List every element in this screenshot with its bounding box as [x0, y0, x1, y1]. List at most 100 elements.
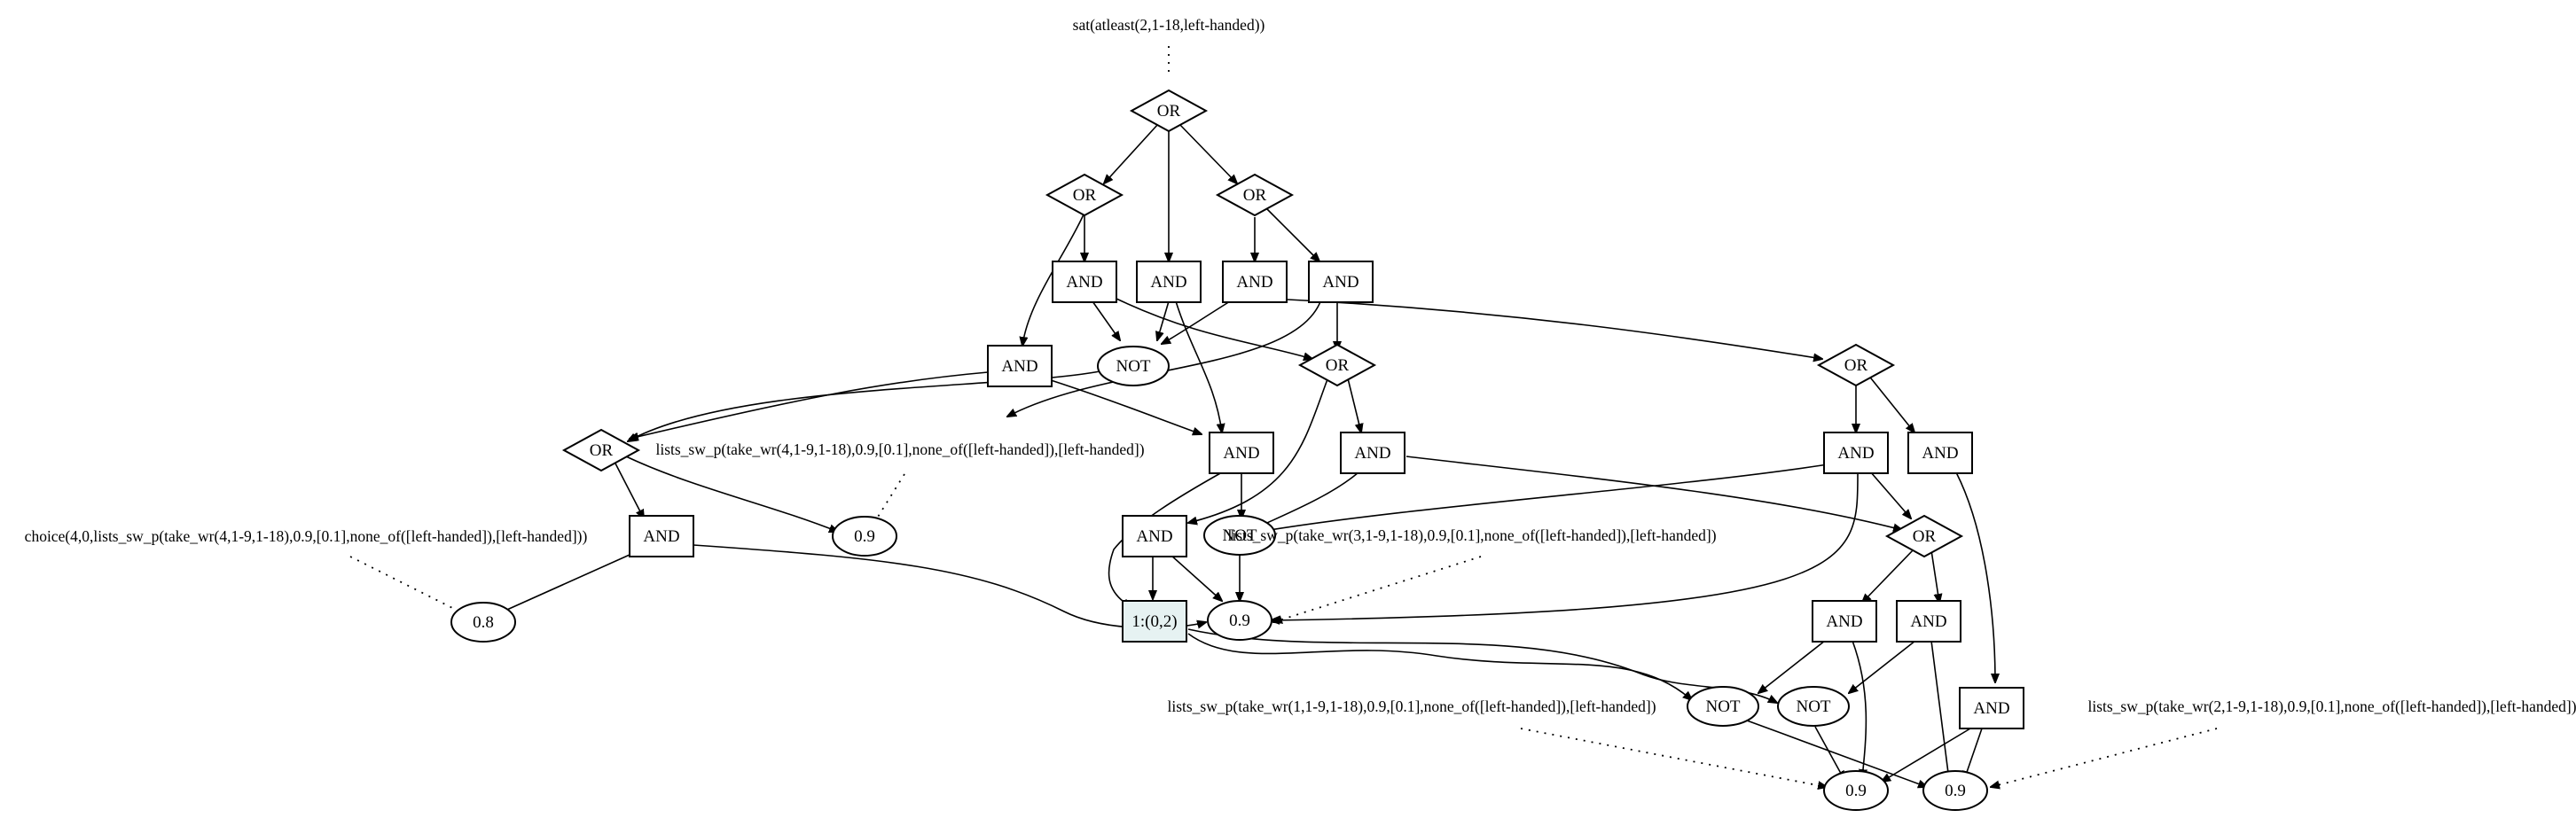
edge [1862, 549, 1914, 603]
edge [1814, 726, 1844, 780]
prob-label: 0.8 [473, 613, 494, 632]
edges [349, 46, 2218, 787]
prob-node: 0.8 [450, 602, 516, 643]
edge [1157, 300, 1170, 340]
prob-node: 0.9 [1823, 770, 1889, 811]
and-label: AND [1223, 444, 1259, 463]
or-node: OR [561, 428, 641, 472]
and-label: AND [1826, 612, 1862, 631]
lists4-annotation: lists_sw_p(take_wr(4,1-9,1-18),0.9,[0.1]… [655, 440, 1144, 458]
edge [1347, 378, 1361, 432]
edge [1162, 296, 1238, 344]
edge [1882, 728, 1971, 782]
prob-label: 0.9 [1229, 612, 1250, 630]
edge [1867, 373, 1914, 432]
edge [1187, 628, 1777, 703]
edge [1405, 456, 1902, 530]
goal-annotation: sat(atleast(2,1-18,left-handed)) [1073, 16, 1265, 34]
not-label: NOT [1705, 697, 1740, 716]
annotation-link [1273, 556, 1482, 622]
choice4-annotation: choice(4,0,lists_sw_p(take_wr(4,1-9,1-18… [25, 527, 588, 545]
and-node: AND [1812, 600, 1877, 643]
edge [1869, 471, 1911, 518]
edge [1270, 298, 1822, 359]
and-label: AND [1322, 273, 1358, 292]
edge [1170, 554, 1222, 601]
and-label: AND [643, 527, 679, 546]
nodes: OR OR OR OR OR OR OR AND [450, 89, 2024, 811]
and-node: AND [1340, 432, 1405, 474]
edge [1092, 300, 1120, 340]
edge [1746, 720, 1927, 787]
or-label: OR [1073, 186, 1097, 205]
edge [1266, 208, 1319, 261]
highlighted-node: 1:(0,2) [1122, 600, 1187, 643]
and-label: AND [1837, 444, 1874, 463]
not-node: NOT [1097, 346, 1170, 386]
annotation-link [1991, 728, 2218, 787]
not-label: NOT [1222, 526, 1257, 545]
and-node: AND [1222, 261, 1288, 303]
edge [1964, 728, 1983, 780]
and-label: AND [1910, 612, 1946, 631]
annotation-link [1520, 728, 1827, 787]
prob-node: 0.9 [1207, 600, 1272, 641]
edge [1047, 378, 1202, 434]
edge [1022, 214, 1084, 346]
edge [1852, 640, 1866, 778]
and-node: AND [1823, 432, 1889, 474]
and-node: AND [629, 515, 694, 557]
and-label: AND [1150, 273, 1186, 292]
and-label: AND [1001, 357, 1037, 376]
and-node: AND [1959, 687, 2024, 729]
or-node: OR [1215, 173, 1295, 217]
edge [1930, 549, 1939, 603]
not-node: NOT [1203, 515, 1276, 556]
edge [630, 371, 989, 439]
prob-node: 0.9 [1922, 770, 1988, 811]
edge [1104, 123, 1159, 183]
lists3-annotation: lists_sw_p(take_wr(3,1-9,1-18),0.9,[0.1]… [1227, 526, 1716, 544]
edge [628, 369, 1109, 441]
or-node: OR [1297, 343, 1377, 387]
annotations: sat(atleast(2,1-18,left-handed)) lists_s… [25, 16, 2576, 715]
not-node: NOT [1687, 686, 1759, 727]
edge [1188, 378, 1328, 523]
prob-label: 0.9 [1845, 782, 1867, 800]
highlighted-label: 1:(0,2) [1131, 612, 1177, 631]
edge [625, 456, 838, 532]
or-label: OR [1243, 186, 1267, 205]
not-label: NOT [1116, 357, 1150, 376]
and-label: AND [1354, 444, 1390, 463]
or-label: OR [590, 441, 614, 460]
edge [1758, 640, 1826, 693]
and-label: AND [1236, 273, 1272, 292]
and-label: AND [1136, 527, 1172, 546]
edge [1007, 299, 1322, 417]
or-label: OR [1157, 102, 1181, 121]
and-label: AND [1973, 699, 2009, 718]
and-node: AND [987, 345, 1053, 387]
lists2-annotation: lists_sw_p(take_wr(2,1-9,1-18),0.9,[0.1]… [2087, 697, 2576, 715]
and-node: AND [1122, 515, 1187, 557]
and-node: AND [1896, 600, 1961, 643]
or-node: OR [1045, 173, 1124, 217]
edge [1116, 298, 1312, 359]
edge [1108, 471, 1223, 607]
edge [1271, 471, 1859, 620]
or-label: OR [1326, 356, 1350, 375]
or-node: OR [1816, 343, 1896, 387]
edge [1259, 462, 1840, 532]
and-node: AND [1907, 432, 1973, 474]
and-label: AND [1922, 444, 1958, 463]
edge [1175, 300, 1222, 432]
not-label: NOT [1796, 697, 1830, 716]
edge [1849, 640, 1916, 693]
and-node: AND [1052, 261, 1117, 303]
or-label: OR [1844, 356, 1868, 375]
lists1-annotation: lists_sw_p(take_wr(1,1-9,1-18),0.9,[0.1]… [1167, 697, 1656, 715]
or-label: OR [1913, 527, 1937, 546]
and-node: AND [1209, 432, 1274, 474]
and-node: AND [1308, 261, 1374, 303]
